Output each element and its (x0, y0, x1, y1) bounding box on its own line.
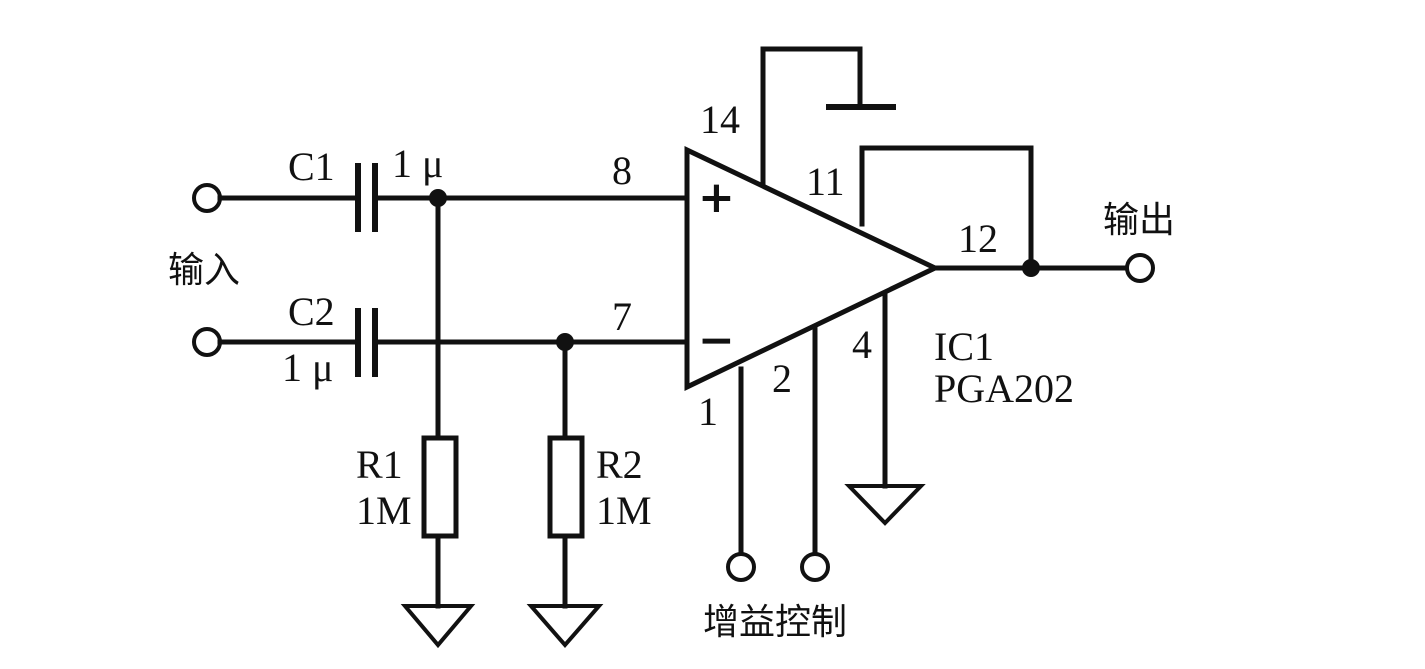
output-label: 输出 (1103, 200, 1175, 241)
inverting-sign: − (698, 315, 735, 366)
junction-output (1022, 259, 1040, 277)
r2-value-label: 1M (596, 488, 652, 533)
wire-pin11-feedback (859, 145, 1034, 271)
r1-value-label: 1M (356, 488, 412, 533)
r2-resistor (547, 435, 585, 539)
input-label: 输入 (168, 250, 240, 291)
pin-14-label: 14 (700, 97, 740, 142)
gain-terminal-1 (726, 552, 756, 582)
pin-4-label: 4 (852, 322, 872, 367)
r2-ground-symbol (526, 604, 604, 649)
pin-8-label: 8 (612, 148, 632, 193)
pin-1-label: 1 (698, 389, 718, 434)
noninverting-sign: + (698, 172, 735, 223)
ic-part-label: PGA202 (934, 366, 1074, 411)
pin-7-label: 7 (612, 294, 632, 339)
gain-control-label: 增益控制 (703, 602, 847, 643)
input-terminal-2 (192, 327, 222, 357)
op-amp-triangle (684, 146, 941, 391)
pin-11-label: 11 (806, 159, 845, 204)
c2-ref-label: C2 (288, 289, 335, 334)
pin-2-label: 2 (772, 356, 792, 401)
ic-ref-label: IC1 (934, 324, 994, 369)
r1-resistor (421, 435, 459, 539)
output-terminal (1125, 253, 1155, 283)
c2-value-label: 1 μ (282, 345, 333, 390)
c1-ref-label: C1 (288, 144, 335, 189)
wire-pin14-supply (760, 46, 863, 187)
r2-ref-label: R2 (596, 442, 643, 487)
input-terminal-1 (192, 183, 222, 213)
c1-value-label: 1 μ (392, 141, 443, 186)
pin4-ground-symbol (844, 484, 926, 526)
r1-ground-symbol (400, 604, 476, 649)
pin-12-label: 12 (958, 216, 998, 261)
gain-terminal-2 (800, 552, 830, 582)
r1-ref-label: R1 (356, 442, 403, 487)
